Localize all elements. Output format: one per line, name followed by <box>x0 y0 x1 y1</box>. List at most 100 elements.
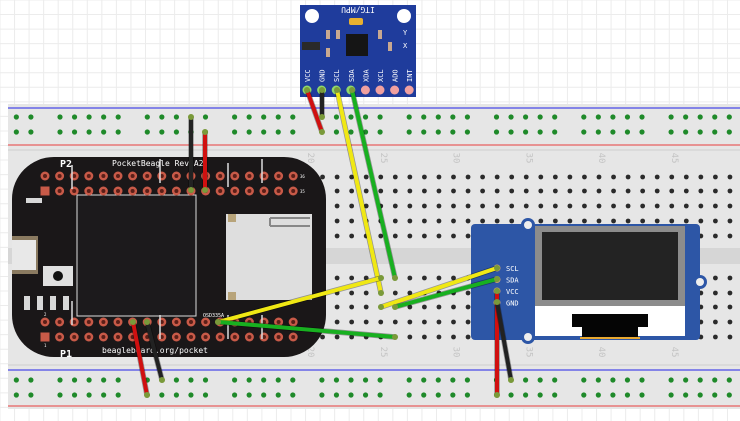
breadboard-hole[interactable] <box>436 188 442 194</box>
breadboard-hole[interactable] <box>538 174 544 180</box>
rail-hole[interactable] <box>726 392 732 398</box>
breadboard-hole[interactable] <box>451 174 456 180</box>
breadboard-hole[interactable] <box>582 188 587 194</box>
breadboard-hole[interactable] <box>567 203 573 209</box>
wire-endpoint[interactable] <box>378 304 384 310</box>
rail-hole[interactable] <box>290 377 296 383</box>
wire-endpoint[interactable] <box>130 319 136 325</box>
rail-hole[interactable] <box>493 114 500 120</box>
breadboard-hole[interactable] <box>552 174 558 180</box>
rail-hole[interactable] <box>290 114 296 120</box>
rail-hole[interactable] <box>377 392 383 398</box>
breadboard-hole[interactable] <box>640 203 646 209</box>
wire-endpoint[interactable] <box>144 392 150 398</box>
rail-hole[interactable] <box>421 129 427 135</box>
breadboard-hole[interactable] <box>727 319 733 325</box>
rail-hole[interactable] <box>28 377 34 383</box>
rail-hole[interactable] <box>173 114 179 120</box>
breadboard-hole[interactable] <box>334 203 340 209</box>
rail-hole[interactable] <box>377 114 383 120</box>
breadboard-hole[interactable] <box>538 188 544 194</box>
breadboard-hole[interactable] <box>582 174 587 180</box>
rail-hole[interactable] <box>86 129 92 135</box>
rail-hole[interactable] <box>406 129 412 135</box>
rail-hole[interactable] <box>159 129 165 135</box>
breadboard-hole[interactable] <box>349 188 355 194</box>
wire-endpoint[interactable] <box>319 114 325 120</box>
rail-hole[interactable] <box>668 114 674 120</box>
mpu-pin-ado[interactable] <box>390 85 400 95</box>
rail-hole[interactable] <box>246 377 252 383</box>
breadboard-hole[interactable] <box>422 319 427 325</box>
breadboard-hole[interactable] <box>538 203 544 209</box>
breadboard-hole[interactable] <box>625 218 631 224</box>
wire-endpoint[interactable] <box>392 275 398 281</box>
rail-hole[interactable] <box>86 392 92 398</box>
rail-hole[interactable] <box>697 377 703 383</box>
breadboard-hole[interactable] <box>436 203 442 209</box>
breadboard-hole[interactable] <box>422 174 427 180</box>
rail-hole[interactable] <box>71 129 78 135</box>
rail-hole[interactable] <box>362 377 369 383</box>
breadboard-hole[interactable] <box>451 319 456 325</box>
rail-hole[interactable] <box>610 114 616 120</box>
rail-hole[interactable] <box>610 392 616 398</box>
rail-hole[interactable] <box>144 114 150 120</box>
breadboard-hole[interactable] <box>349 290 355 296</box>
rail-hole[interactable] <box>624 114 631 120</box>
rail-hole[interactable] <box>71 392 78 398</box>
rail-hole[interactable] <box>464 129 470 135</box>
rail-hole[interactable] <box>523 129 529 135</box>
rail-hole[interactable] <box>406 377 412 383</box>
breadboard-hole[interactable] <box>407 233 413 239</box>
breadboard-hole[interactable] <box>363 304 369 310</box>
breadboard-hole[interactable] <box>683 174 689 180</box>
breadboard-hole[interactable] <box>451 188 456 194</box>
rail-hole[interactable] <box>261 392 267 398</box>
rail-hole[interactable] <box>319 392 325 398</box>
rail-hole[interactable] <box>421 114 427 120</box>
wire-endpoint[interactable] <box>392 304 398 310</box>
rail-hole[interactable] <box>552 114 558 120</box>
breadboard-hole[interactable] <box>422 188 427 194</box>
rail-hole[interactable] <box>464 392 470 398</box>
oled-gnd-wire[interactable] <box>495 300 513 382</box>
breadboard-hole[interactable] <box>698 203 704 209</box>
rail-hole[interactable] <box>435 129 441 135</box>
breadboard-hole[interactable] <box>422 218 427 224</box>
rail-hole[interactable] <box>639 392 645 398</box>
rail-hole[interactable] <box>537 129 543 135</box>
breadboard-hole[interactable] <box>625 203 631 209</box>
breadboard-hole[interactable] <box>363 203 369 209</box>
rail-hole[interactable] <box>726 114 732 120</box>
rail-hole[interactable] <box>28 129 34 135</box>
rail-hole[interactable] <box>552 129 558 135</box>
rail-hole[interactable] <box>348 114 354 120</box>
breadboard-hole[interactable] <box>436 304 442 310</box>
breadboard-hole[interactable] <box>334 233 340 239</box>
wire-endpoint[interactable] <box>349 87 355 93</box>
rail-hole[interactable] <box>115 392 121 398</box>
breadboard-hole[interactable] <box>349 334 355 340</box>
wire-endpoint[interactable] <box>494 288 500 294</box>
breadboard-hole[interactable] <box>334 319 340 325</box>
breadboard-hole[interactable] <box>392 174 398 180</box>
rail-hole[interactable] <box>610 129 616 135</box>
rail-hole[interactable] <box>697 129 703 135</box>
breadboard-hole[interactable] <box>407 319 413 325</box>
breadboard-hole[interactable] <box>480 218 485 224</box>
breadboard-hole[interactable] <box>582 218 587 224</box>
wire-endpoint[interactable] <box>378 290 384 296</box>
breadboard-hole[interactable] <box>509 218 515 224</box>
wire-endpoint[interactable] <box>202 187 208 193</box>
rail-hole[interactable] <box>726 129 732 135</box>
breadboard-hole[interactable] <box>552 218 558 224</box>
breadboard-hole[interactable] <box>727 174 733 180</box>
rail-hole[interactable] <box>232 129 238 135</box>
rail-hole[interactable] <box>261 114 267 120</box>
rail-hole[interactable] <box>13 377 19 383</box>
breadboard-hole[interactable] <box>320 174 325 180</box>
breadboard-hole[interactable] <box>713 319 718 325</box>
rail-hole[interactable] <box>28 392 34 398</box>
breadboard-hole[interactable] <box>611 188 616 194</box>
